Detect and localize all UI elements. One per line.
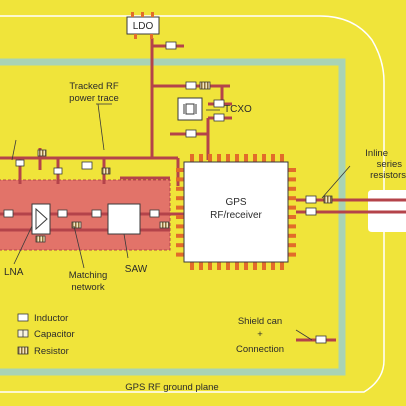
matching-label-2: network (71, 282, 105, 293)
gps-chip-pins (176, 154, 296, 270)
ldo-label: LDO (133, 21, 154, 32)
resistor-icon (17, 346, 29, 355)
shield-can-outline (0, 58, 346, 376)
tcxo-crystal-icon (185, 103, 195, 115)
gps-pin (253, 262, 257, 270)
gps-pin (190, 154, 194, 162)
gps-chip-label-1: GPS (225, 197, 246, 208)
ldo-pins (131, 12, 154, 39)
gps-pin (208, 154, 212, 162)
gps-pin (271, 262, 275, 270)
legend-label-resistor: Resistor (34, 346, 69, 357)
ground-plane-label: GPS RF ground plane (125, 382, 218, 393)
inline-label-2: series (377, 159, 403, 170)
lna-label: LNA (4, 267, 24, 278)
leader-lines (11, 103, 351, 341)
gps-pin (217, 154, 221, 162)
saw-label: SAW (125, 264, 148, 275)
gps-pin (199, 262, 203, 270)
gps-pin (226, 154, 230, 162)
gps-pin (176, 215, 184, 219)
tcxo-chip (177, 97, 203, 121)
gps-pin (288, 224, 296, 229)
gps-chip (183, 161, 289, 263)
gps-pin (253, 154, 257, 162)
inline-label-1: Inline (365, 148, 388, 159)
tracked-rf-label-2: power trace (69, 93, 119, 104)
gps-pin (271, 154, 275, 162)
gps-pin (244, 262, 248, 270)
gps-pin (235, 154, 239, 162)
legend: Inductor Capacitor Resistor (17, 313, 75, 357)
gps-pin (288, 252, 296, 257)
gps-pin (288, 233, 296, 238)
gps-pin (199, 154, 203, 162)
gps-pin (288, 243, 296, 248)
legend-label-capacitor: Capacitor (34, 329, 75, 340)
inductor-icon (17, 313, 29, 322)
gps-pin (280, 154, 284, 162)
gps-pin (235, 262, 239, 270)
legend-label-inductor: Inductor (34, 313, 68, 324)
gps-pin (262, 154, 266, 162)
saw-filter (107, 203, 141, 235)
passives (3, 41, 333, 344)
gps-pin (244, 154, 248, 162)
amplifier-icon (35, 207, 48, 231)
gps-pin (208, 262, 212, 270)
board-outline (0, 15, 385, 190)
gps-pin (288, 177, 296, 182)
board-outline-lower (0, 232, 385, 393)
gps-pin (176, 186, 184, 191)
tracked-rf-label-1: Tracked RF (69, 81, 118, 92)
gps-pin (176, 252, 184, 257)
gps-chip-label-2: RF/receiver (210, 210, 262, 221)
tcxo-label: TCXO (224, 104, 252, 115)
gps-pin (288, 168, 296, 172)
gps-pin (176, 233, 184, 238)
gps-pin (190, 262, 194, 270)
gps-pin (176, 243, 184, 248)
gps-pin (176, 177, 184, 182)
inline-label-3: resistors (370, 170, 406, 181)
gps-pin (288, 196, 296, 201)
gps-pin (280, 262, 284, 270)
gps-pin (176, 224, 184, 229)
gps-pin (262, 262, 266, 270)
gps-pin (288, 215, 296, 219)
matching-label-1: Matching (69, 270, 108, 281)
gps-pin (288, 186, 296, 191)
gps-pin (288, 205, 296, 210)
gps-pin (176, 205, 184, 210)
gps-pin (217, 262, 221, 270)
shield-label-2: + (257, 329, 263, 340)
shield-label-1: Shield can (238, 316, 282, 327)
gps-pin (176, 196, 184, 201)
shield-label-3: Connection (236, 344, 284, 355)
gps-pin (226, 262, 230, 270)
gps-pin (176, 168, 184, 172)
